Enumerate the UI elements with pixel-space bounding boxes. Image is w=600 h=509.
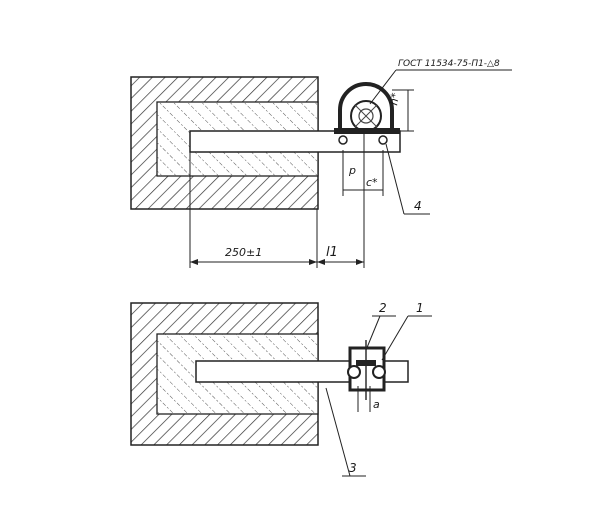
callout-1: 1	[416, 301, 424, 315]
dim-250-label: 250±1	[225, 246, 262, 259]
lower-view: a 2 1 3	[130, 301, 432, 477]
dim-l1-label: l1	[326, 245, 338, 260]
upper-bar	[189, 130, 401, 153]
callout-4: 4	[414, 199, 422, 213]
marker-a: a	[373, 398, 380, 411]
lower-clamp	[347, 340, 386, 400]
upper-view: 250±1 l1 p c* h* ГОСТ 11534-75-П1-△8 4	[130, 59, 512, 268]
callout-2: 2	[379, 301, 387, 315]
dim-h-label: h*	[387, 91, 402, 106]
gost-note: ГОСТ 11534-75-П1-△8	[398, 59, 500, 69]
callout-3: 3	[349, 461, 357, 475]
dim-p-label: p	[348, 164, 356, 177]
dim-c-label: c*	[366, 176, 378, 189]
upper-clamp	[334, 82, 400, 145]
